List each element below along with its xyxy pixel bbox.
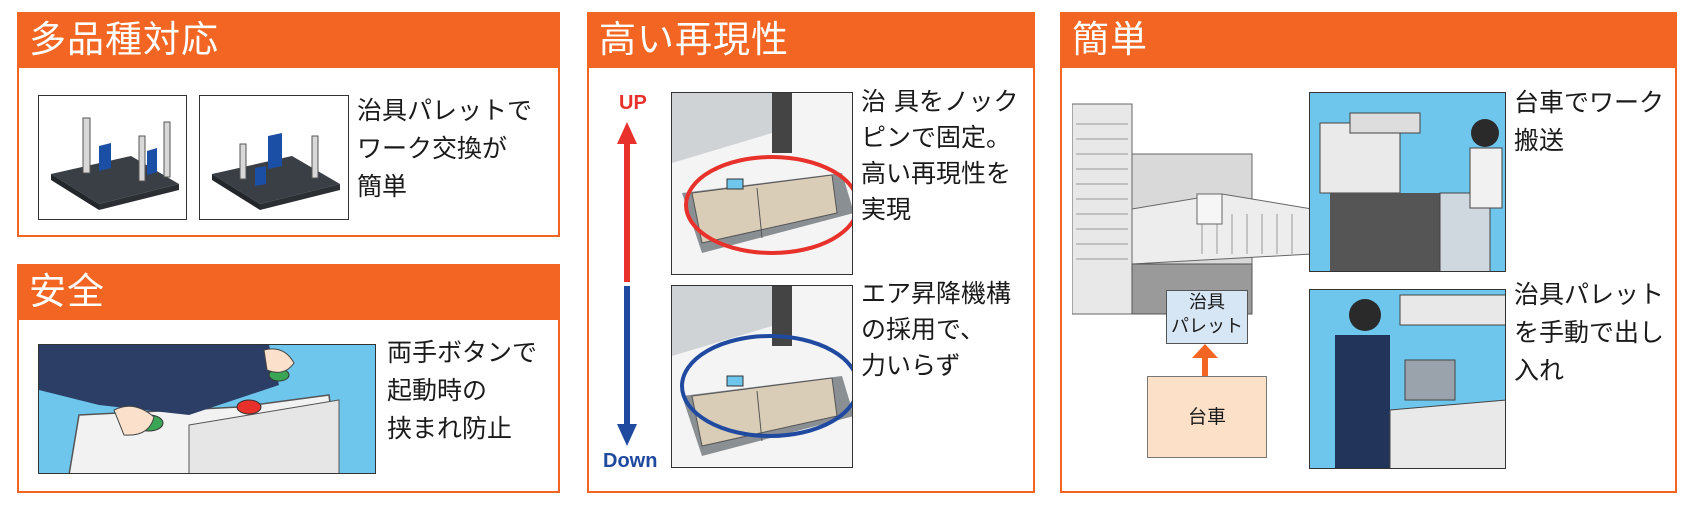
two-hand-button-illustration: [38, 344, 376, 474]
panel-easy: 簡単 治具 パレット 台車: [1060, 12, 1677, 493]
knock-pin-illustration-up: [671, 92, 853, 275]
panel-safety: 安全 両手ボタンで 起動時の 挟まれ防止: [17, 264, 560, 493]
panel-description: 治具パレットで ワーク交換が 簡単: [357, 96, 533, 201]
double-arrow-icon: [1192, 344, 1218, 402]
panel-title: 高い再現性: [599, 18, 789, 61]
panel-repeatability: 高い再現性 UP Down 治: [587, 12, 1035, 493]
up-label: UP: [619, 92, 647, 114]
panel-header: 簡単: [1060, 12, 1677, 68]
manual-loading-photo: [1309, 289, 1506, 469]
repeatability-description: 治 具をノック ピンで固定。 高い再現性を 実現: [861, 87, 1019, 224]
knock-pin-illustration-down: [671, 285, 853, 468]
panel-header: 安全: [17, 264, 560, 320]
cart-transport-photo: [1309, 92, 1506, 272]
cart-box: 台車: [1147, 376, 1267, 458]
cart-description: 台車でワーク 搬送: [1514, 88, 1665, 155]
panel-title: 多品種対応: [29, 18, 219, 61]
jig-pallet-illustration: [38, 95, 187, 220]
down-arrow-icon: [617, 286, 637, 446]
panel-title: 安全: [29, 270, 105, 313]
panel-description: 両手ボタンで 起動時の 挟まれ防止: [387, 338, 538, 443]
air-lift-description: エア昇降機構 の採用で、 力いらず: [861, 279, 1012, 380]
up-arrow-icon: [617, 122, 637, 282]
panel-header: 多品種対応: [17, 12, 560, 68]
cmm-machine-illustration: [1072, 103, 1312, 315]
panel-header: 高い再現性: [587, 12, 1035, 68]
manual-loading-description: 治具パレット を手動で出し 入れ: [1514, 280, 1665, 385]
panel-multi-product: 多品種対応 治具パレットで ワーク交換が 簡単: [17, 12, 560, 237]
down-label: Down: [603, 450, 658, 472]
jig-pallet-illustration-2: [199, 95, 349, 220]
pallet-box: 治具 パレット: [1166, 290, 1248, 344]
panel-title: 簡単: [1072, 18, 1148, 61]
